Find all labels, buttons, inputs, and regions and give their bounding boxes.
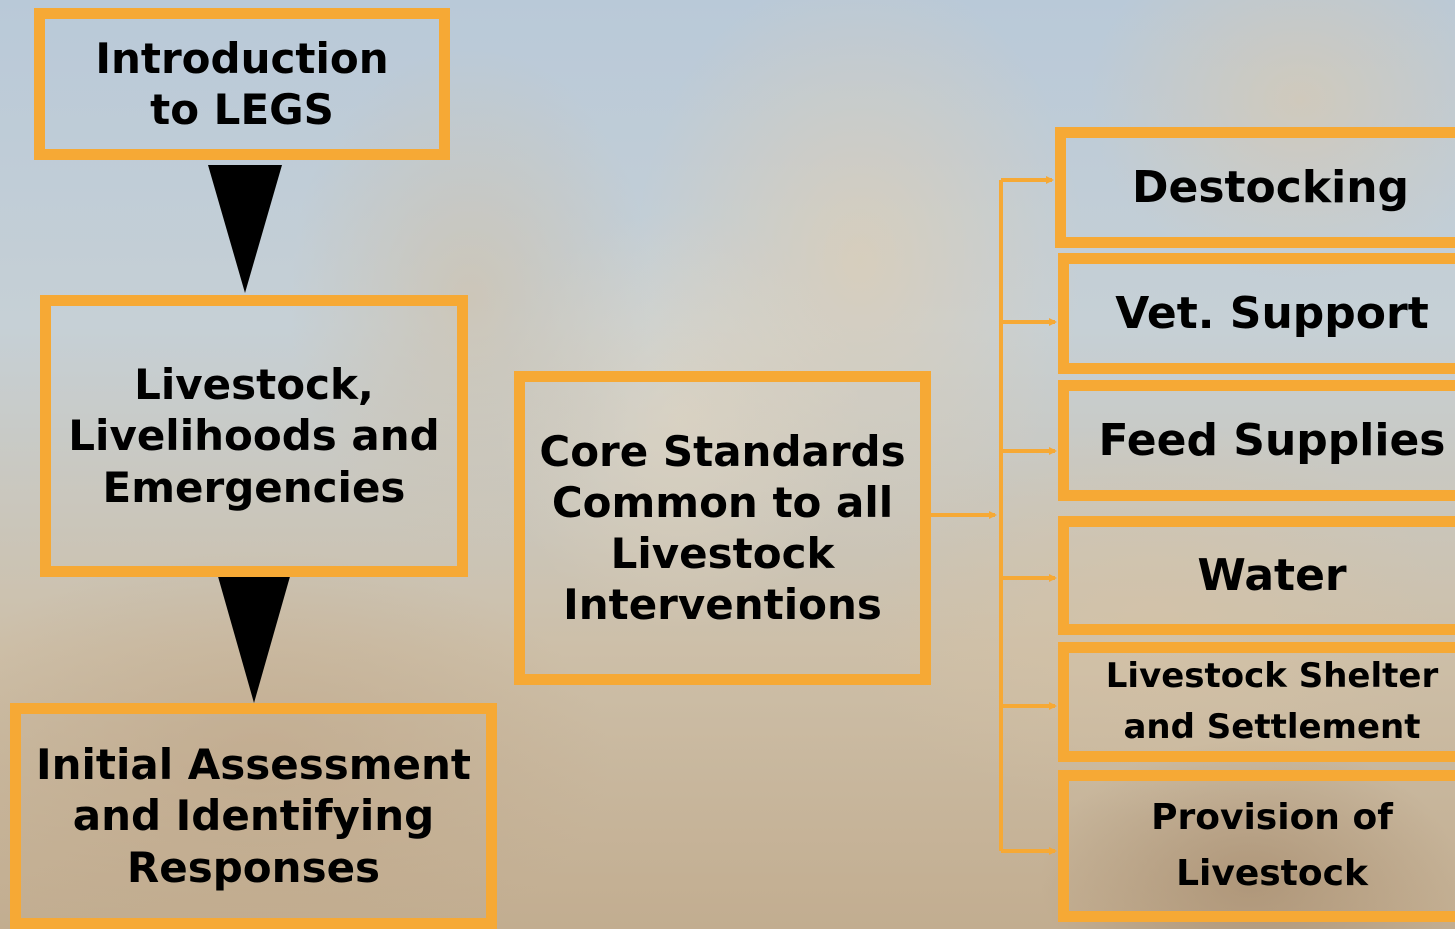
intervention-box-destocking[interactable]: Destocking — [1055, 127, 1455, 248]
intervention-label: Water — [1197, 549, 1347, 601]
intervention-box-vet-support[interactable]: Vet. Support — [1058, 253, 1455, 374]
initial-assessment-label: Initial Assessment and Identifying Respo… — [36, 740, 471, 892]
intervention-box-water[interactable]: Water — [1058, 516, 1455, 635]
down-arrow-icon — [208, 165, 282, 293]
intervention-label: Vet. Support — [1115, 287, 1429, 339]
livelihoods-box[interactable]: Livestock, Livelihoods and Emergencies — [40, 295, 468, 577]
livelihoods-label: Livestock, Livelihoods and Emergencies — [68, 360, 440, 512]
intervention-label: Destocking — [1131, 161, 1410, 213]
intro-to-legs-label: Introduction to LEGS — [95, 33, 389, 134]
intro-to-legs-box[interactable]: Introduction to LEGS — [34, 8, 450, 160]
initial-assessment-box[interactable]: Initial Assessment and Identifying Respo… — [10, 703, 497, 929]
intervention-label: Provision of Livestock — [1151, 797, 1393, 894]
intervention-box-feed-supplies[interactable]: Feed Supplies — [1058, 380, 1455, 501]
intervention-label: Feed Supplies — [1098, 414, 1446, 466]
core-standards-box[interactable]: Core Standards Common to all Livestock I… — [514, 371, 931, 685]
core-standards-label: Core Standards Common to all Livestock I… — [539, 426, 906, 630]
down-arrow-icon — [217, 573, 291, 703]
intervention-box-shelter[interactable]: Livestock Shelter and Settlement — [1058, 642, 1455, 762]
intervention-box-provision[interactable]: Provision of Livestock — [1058, 770, 1455, 922]
intervention-label: Livestock Shelter and Settlement — [1105, 656, 1439, 747]
